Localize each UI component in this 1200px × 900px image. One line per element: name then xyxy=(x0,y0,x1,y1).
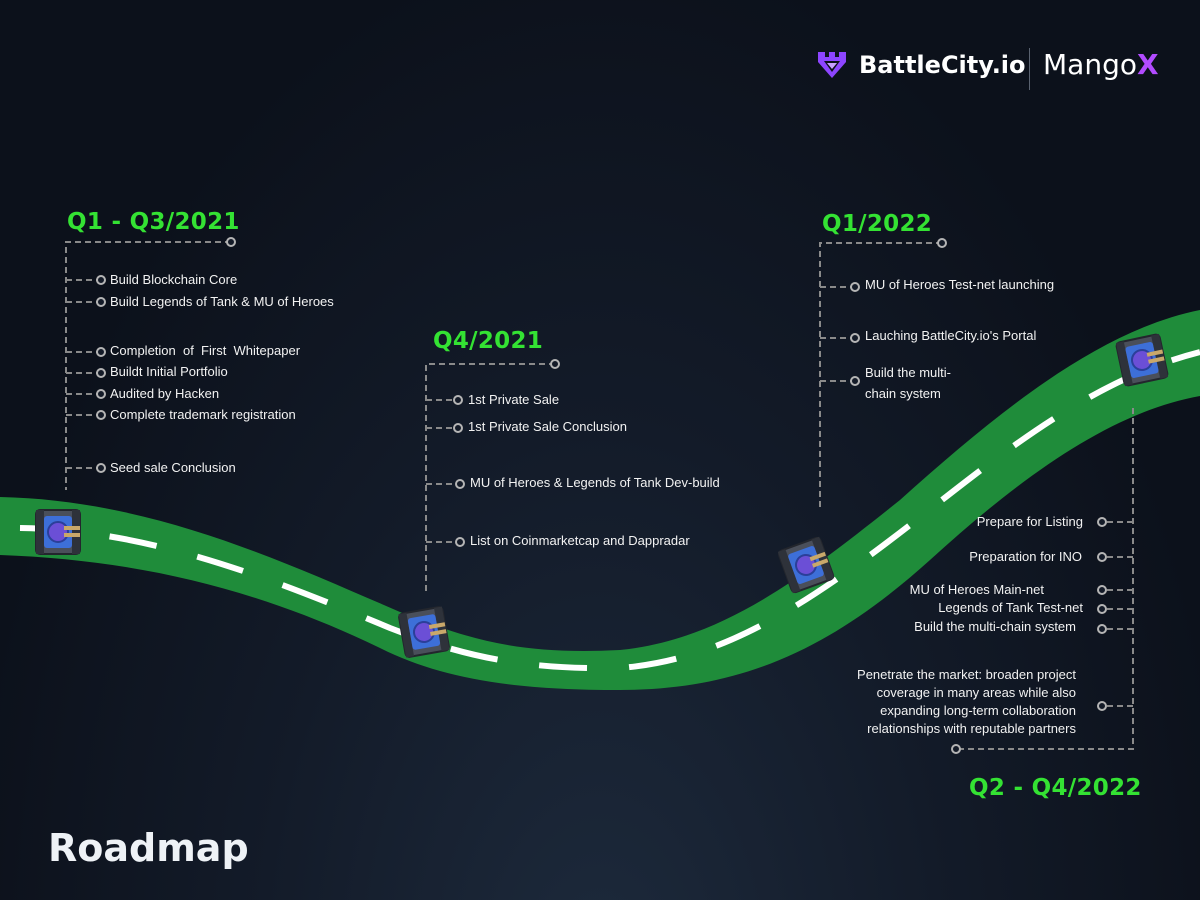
road-band xyxy=(0,310,1200,690)
phase4-item: Penetrate the market: broaden project co… xyxy=(857,667,1076,736)
mangox-x-mark: X xyxy=(1136,48,1159,81)
phase1-item: Complete trademark registration xyxy=(110,407,296,422)
tank-icon-1 xyxy=(35,509,81,555)
phase4-dots xyxy=(951,517,1107,754)
phase3-header: Q1/2022 xyxy=(822,211,933,237)
phase2-dots xyxy=(453,359,560,547)
phase1-item: Build Blockchain Core xyxy=(110,272,238,287)
phase2-item: List on Coinmarketcap and Dappradar xyxy=(470,533,690,548)
phase3-item: MU of Heroes Test-net launching xyxy=(865,277,1055,292)
phase1-item: Audited by Hacken xyxy=(110,386,220,401)
tank-icon-4 xyxy=(1114,332,1170,388)
tank-icon-2 xyxy=(397,605,451,659)
phase4-item: Preparation for INO xyxy=(969,549,1082,564)
page-title: Roadmap xyxy=(48,826,249,870)
phase1-item: Build Legends of Tank & MU of Heroes xyxy=(110,294,334,309)
phase2-item: 1st Private Sale xyxy=(468,392,560,407)
battlecity-emblem-icon xyxy=(818,52,846,78)
mangox-logo: Mango X xyxy=(1043,48,1159,81)
battlecity-wordmark: BattleCity.io xyxy=(859,51,1026,79)
phase1-item: Buildt Initial Portfolio xyxy=(110,364,228,379)
phase1-item: Seed sale Conclusion xyxy=(110,460,236,475)
logo-divider xyxy=(1029,48,1030,90)
battlecity-logo: BattleCity.io xyxy=(815,48,1026,82)
phase2-connectors xyxy=(425,363,555,595)
phase3-item: Lauching BattleCity.io's Portal xyxy=(865,328,1037,343)
phase2-item: MU of Heroes & Legends of Tank Dev-build xyxy=(470,475,720,490)
phase3-connectors xyxy=(819,242,942,510)
phase1-header: Q1 - Q3/2021 xyxy=(67,209,240,235)
phase3-dots xyxy=(850,238,947,386)
phase1-item: Completion of First Whitepaper xyxy=(110,343,301,358)
phase4-connectors xyxy=(956,408,1134,750)
phase2-header: Q4/2021 xyxy=(433,328,544,354)
phase3-item: Build the multi- chain system xyxy=(865,365,951,401)
mangox-wordmark: Mango xyxy=(1043,48,1137,81)
phase4-item: Prepare for Listing xyxy=(976,514,1083,529)
phase4-item: Legends of Tank Test-net xyxy=(938,600,1083,615)
phase2-item: 1st Private Sale Conclusion xyxy=(468,419,627,434)
phase1-dots xyxy=(96,237,236,473)
phase4-item: MU of Heroes Main-net xyxy=(909,582,1044,597)
phase1-connectors xyxy=(65,241,231,490)
phase4-header: Q2 - Q4/2022 xyxy=(969,775,1142,801)
phase4-item: Build the multi-chain system xyxy=(914,619,1076,634)
